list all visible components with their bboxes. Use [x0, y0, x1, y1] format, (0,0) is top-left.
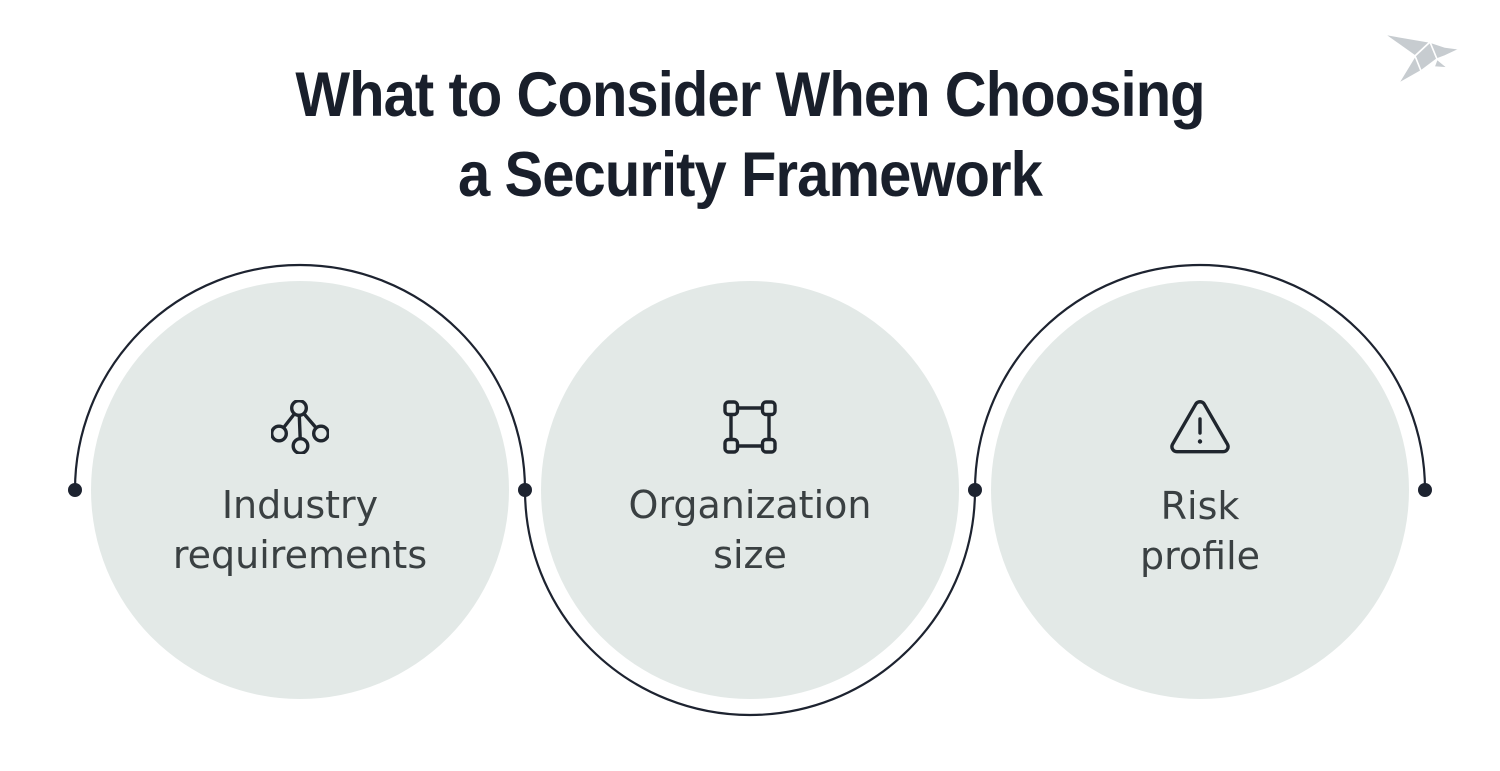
connector-dot: [968, 483, 982, 497]
connector-dot: [68, 483, 82, 497]
circle-label-line-1: Industry: [221, 483, 379, 527]
consideration-circle-risk-profile: Risk profile: [991, 281, 1409, 699]
title-line-2: a Security Framework: [457, 140, 1043, 210]
connector-arc-over-circle-1: [73, 263, 527, 491]
connector-arc-over-circle-3: [973, 263, 1427, 491]
connector-dot: [1418, 483, 1432, 497]
origami-bird-logo: [1383, 33, 1461, 85]
circle-label: Organization size: [629, 480, 872, 580]
connector-dot: [518, 483, 532, 497]
circle-label-line-1: Organization: [628, 483, 872, 527]
network-hierarchy-icon: [271, 400, 329, 454]
circle-label-line-2: requirements: [172, 533, 428, 577]
circle-label: Risk profile: [1140, 481, 1260, 581]
connector-arc-under-circle-2: [523, 489, 977, 717]
circle-label: Industry requirements: [173, 480, 427, 580]
circle-label-line-1: Risk: [1160, 484, 1240, 528]
consideration-circle-industry-requirements: Industry requirements: [91, 281, 509, 699]
title-line-1: What to Consider When Choosing: [295, 60, 1205, 130]
circle-label-line-2: profile: [1139, 534, 1261, 578]
circle-label-line-2: size: [713, 533, 787, 577]
page-title: What to Consider When Choosing a Securit…: [60, 55, 1440, 215]
consideration-circle-organization-size: Organization size: [541, 281, 959, 699]
warning-triangle-icon: [1170, 400, 1230, 454]
selection-frame-icon: [723, 400, 777, 454]
